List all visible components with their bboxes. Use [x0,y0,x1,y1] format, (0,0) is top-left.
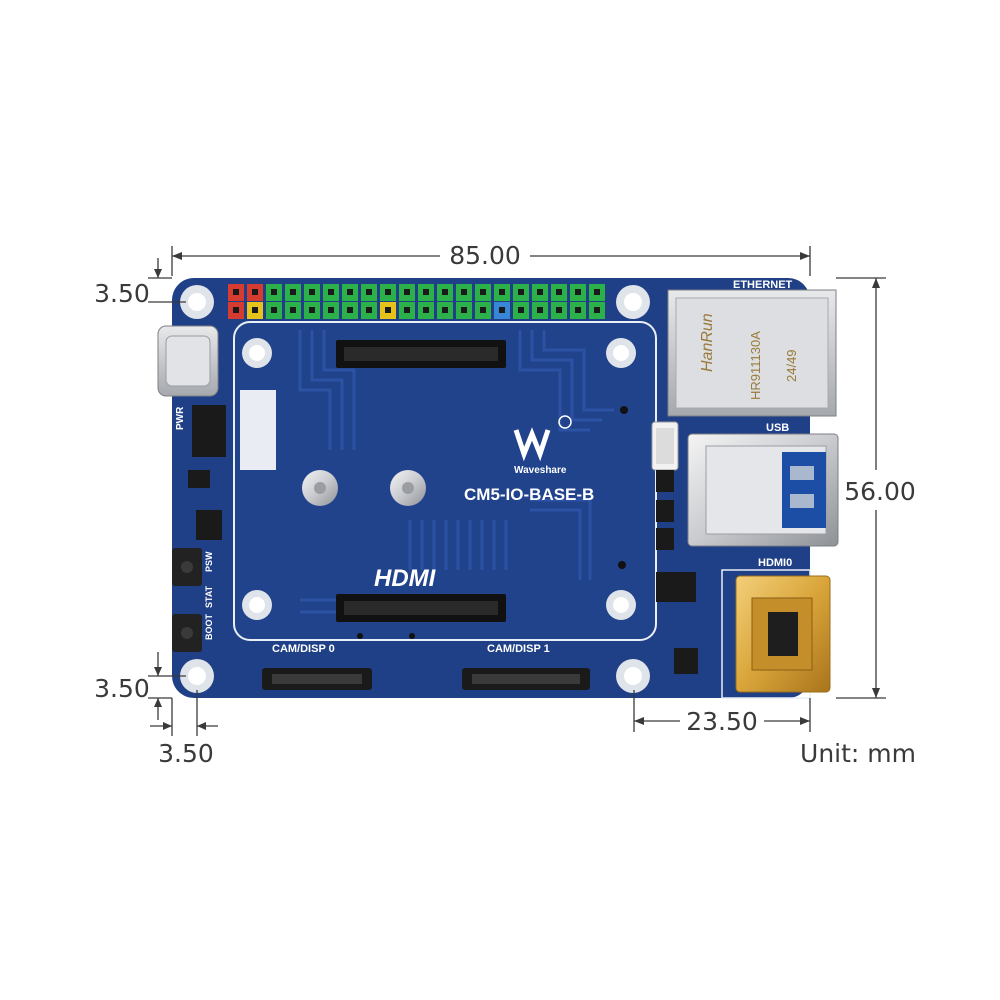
board-name: CM5-IO-BASE-B [464,485,594,504]
gpio-pin-post [328,307,334,313]
cam-disp-1-connector [462,668,590,690]
gpio-pin-post [556,289,562,295]
usb-a-port [687,433,839,547]
gpio-pin-post [233,307,239,313]
right-hole-value: 23.50 [686,707,758,736]
gpio-pin-post [385,289,391,295]
gpio-pin-post [404,307,410,313]
left-components [172,405,226,652]
gpio-pin-post [461,289,467,295]
gpio-pin-post [537,289,543,295]
gpio-pin-post [537,307,543,313]
gpio-pin-post [594,289,600,295]
gpio-pin-post [271,289,277,295]
gpio-pin-post [290,289,296,295]
waveshare-logo: Waveshare [513,415,572,476]
gpio-pin-post [366,307,372,313]
gpio-pin-post [366,289,372,295]
brand-text: Waveshare [514,465,567,476]
gpio-pin-post [309,307,315,313]
stat-label: STAT [204,585,214,608]
dimension-top-hole: 3.50 [94,258,186,308]
top-hole-value: 3.50 [94,279,150,308]
hdmi-port [721,569,831,699]
gpio-pin-post [233,289,239,295]
dimension-bottom-hole: 3.50 [94,652,186,720]
left-hole-value: 3.50 [158,739,214,768]
gpio-pin-post [404,289,410,295]
gpio-pin-post [556,307,562,313]
gpio-pin-post [423,289,429,295]
cam-disp-0-connector [262,668,372,690]
unit-label: Unit: mm [800,739,916,768]
height-value: 56.00 [844,477,916,506]
gpio-pin-post [309,289,315,295]
ethernet-port: HanRun HR911130A 24/49 [667,289,837,417]
gpio-pin-post [347,289,353,295]
gpio-pin-post [594,307,600,313]
gpio-header [228,284,605,319]
dimension-height: 56.00 [836,277,916,699]
hdmi0-label: HDMI0 [758,557,792,569]
gpio-pin-post [271,307,277,313]
gpio-pin-post [461,307,467,313]
boot-label: BOOT [204,613,214,640]
cm5-connector-bottom [336,594,506,622]
gpio-pin-post [480,307,486,313]
label-pad [240,390,276,470]
gpio-pin-post [518,289,524,295]
gpio-pin-post [575,307,581,313]
gpio-pin-post [252,307,258,313]
cm5-connector-top [336,340,506,368]
gpio-pin-post [499,307,505,313]
hdmi-logo: HDMI [374,565,437,592]
gpio-pin-post [290,307,296,313]
usb-c-port [157,325,219,397]
gpio-pin-post [328,289,334,295]
gpio-pin-post [499,289,505,295]
gpio-pin-post [480,289,486,295]
rj45-line2: 24/49 [784,349,799,382]
pcb-traces [298,330,614,614]
usb-label: USB [766,422,789,434]
gpio-pin-post [575,289,581,295]
gpio-pin-post [423,307,429,313]
width-value: 85.00 [449,241,521,270]
gpio-pin-post [385,307,391,313]
rj45-maker: HanRun [699,313,716,372]
ethernet-label: ETHERNET [733,279,793,291]
right-small-components [357,406,698,674]
cam0-label: CAM/DISP 0 [272,643,335,655]
gpio-pin-post [252,289,258,295]
psw-label: PSW [204,551,214,572]
pcb-board [172,278,810,698]
bottom-hole-value: 3.50 [94,674,150,703]
dimension-left-hole: 3.50 [150,690,218,768]
pwr-label: PWR [175,406,186,430]
gpio-pin-post [442,289,448,295]
gpio-pin-post [518,307,524,313]
dimension-right-hole: 23.50 [633,690,811,736]
gpio-pin-post [442,307,448,313]
rj45-line1: HR911130A [748,331,763,400]
cam1-label: CAM/DISP 1 [487,643,550,655]
gpio-pin-post [347,307,353,313]
dimension-width: 85.00 [171,241,811,276]
mounting-holes [180,285,650,693]
